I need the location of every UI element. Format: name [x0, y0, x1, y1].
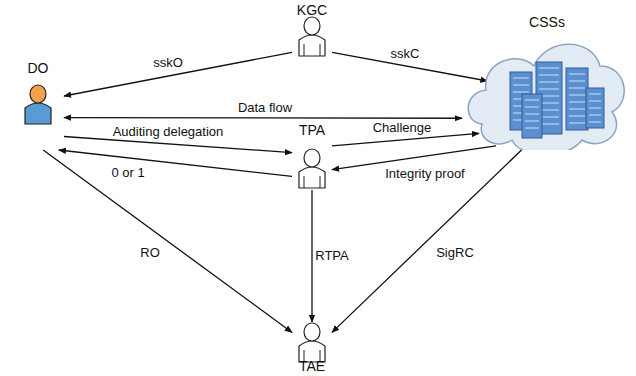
actor-node: TAE [292, 322, 332, 374]
actor-node: DO [12, 60, 64, 150]
actor-label: TAE [299, 358, 325, 374]
cloud-node: CSSs [462, 12, 632, 150]
arrow-connector [64, 52, 292, 96]
edge-label: RTPA [313, 248, 350, 263]
actor-label: DO [28, 60, 49, 76]
actor-label: KGC [297, 2, 327, 18]
edge-label: Data flow [236, 100, 294, 115]
edge-label: Auditing delegation [111, 124, 226, 139]
edge-label: RO [138, 245, 162, 260]
cloud-icon [462, 12, 632, 150]
arrow-connector [64, 137, 292, 153]
arrow-connector [59, 150, 292, 176]
edge-label: sskC [389, 46, 422, 61]
actor-label: TPA [299, 122, 325, 138]
edge-label: SigRC [434, 245, 476, 260]
actor-label: CSSs [529, 14, 565, 30]
actor-node: KGC [292, 2, 332, 58]
edge-label: 0 or 1 [109, 165, 146, 180]
arrow-connector [332, 150, 522, 332]
actor-node: TPA [292, 122, 332, 190]
arrow-connector [332, 133, 479, 145]
arrow-connector [43, 150, 292, 332]
edge-label: sskO [151, 55, 185, 70]
edge-label: Integrity proof [383, 166, 467, 181]
edge-label: Challenge [371, 120, 434, 135]
